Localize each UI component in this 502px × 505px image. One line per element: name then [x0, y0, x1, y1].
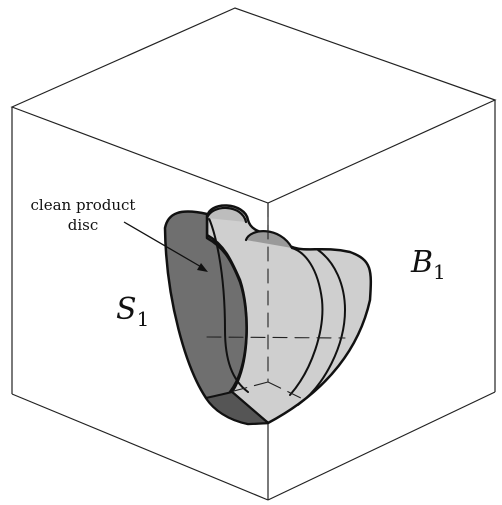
annotation-line-1: clean product: [31, 196, 136, 214]
label-b-main: B: [410, 245, 433, 280]
cube-top-face: [10, 7, 497, 204]
cube-edge-bottom-left: [11, 393, 269, 501]
annotation-arrow: [123, 221, 208, 272]
label-s1: S1: [116, 292, 149, 331]
label-s-main: S: [116, 292, 137, 327]
product-front-strip: [205, 391, 269, 425]
cube-edge-bottom-right: [267, 391, 496, 501]
disc-line-2: [289, 247, 324, 396]
disc-line-1: [206, 213, 249, 393]
top-lobe-center: [244, 230, 294, 250]
annotation-arrowhead: [197, 263, 208, 272]
label-b1: B1: [410, 245, 446, 284]
annotation-leader-line: [123, 221, 204, 269]
disc-line-3: [297, 249, 346, 406]
label-b-sub: 1: [433, 260, 446, 284]
annotation-line-2: disc: [68, 216, 99, 234]
top-lobe-left: [205, 206, 248, 224]
label-s-sub: 1: [137, 307, 150, 331]
product-body: [163, 202, 373, 426]
product-dark-side: [163, 210, 270, 426]
hidden-edges: [206, 202, 346, 401]
